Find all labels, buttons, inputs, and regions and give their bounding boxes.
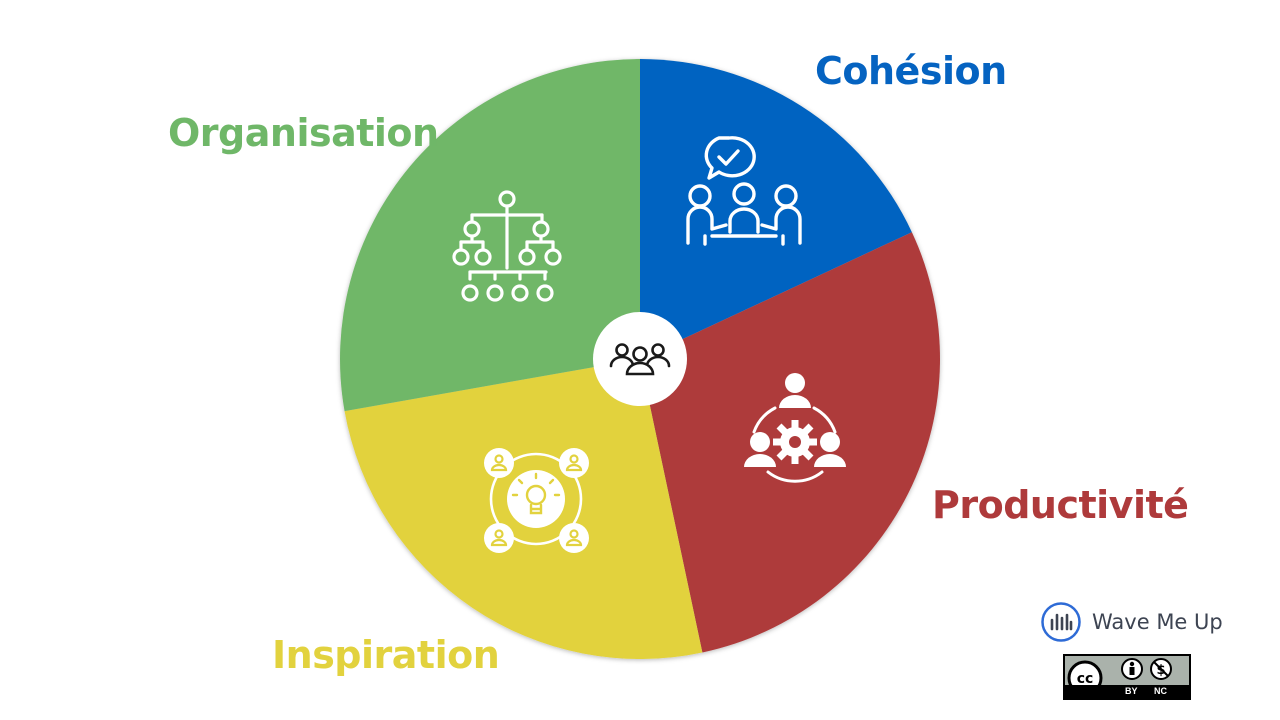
segment-label-organisation: Organisation <box>168 111 439 155</box>
org-chart-icon <box>452 190 562 302</box>
license-term-by: BY <box>1125 686 1138 696</box>
license-badge: cc $ BY NC <box>1063 654 1191 700</box>
wave-me-up-logo-icon <box>1041 602 1081 642</box>
group-icon <box>609 343 671 376</box>
segment-label-inspiration: Inspiration <box>272 633 500 677</box>
segment-label-cohesion: Cohésion <box>815 49 1007 93</box>
license-term-nc: NC <box>1154 686 1167 696</box>
team-meeting-check-icon <box>686 136 802 246</box>
license-terms-bar <box>1065 685 1189 698</box>
segment-cohesion <box>640 59 912 359</box>
team-gear-icon <box>744 373 846 483</box>
segment-label-productivite: Productivité <box>932 483 1189 527</box>
svg-text:$: $ <box>1156 663 1165 678</box>
idea-network-icon <box>484 448 589 553</box>
wave-me-up-logo: Wave Me Up <box>1040 600 1223 644</box>
svg-text:cc: cc <box>1077 671 1094 687</box>
segment-organisation <box>340 59 640 412</box>
attribution-icon <box>1121 658 1143 680</box>
center-badge <box>593 312 687 406</box>
non-commercial-icon: $ <box>1150 658 1172 680</box>
logo-text: Wave Me Up <box>1092 610 1223 634</box>
